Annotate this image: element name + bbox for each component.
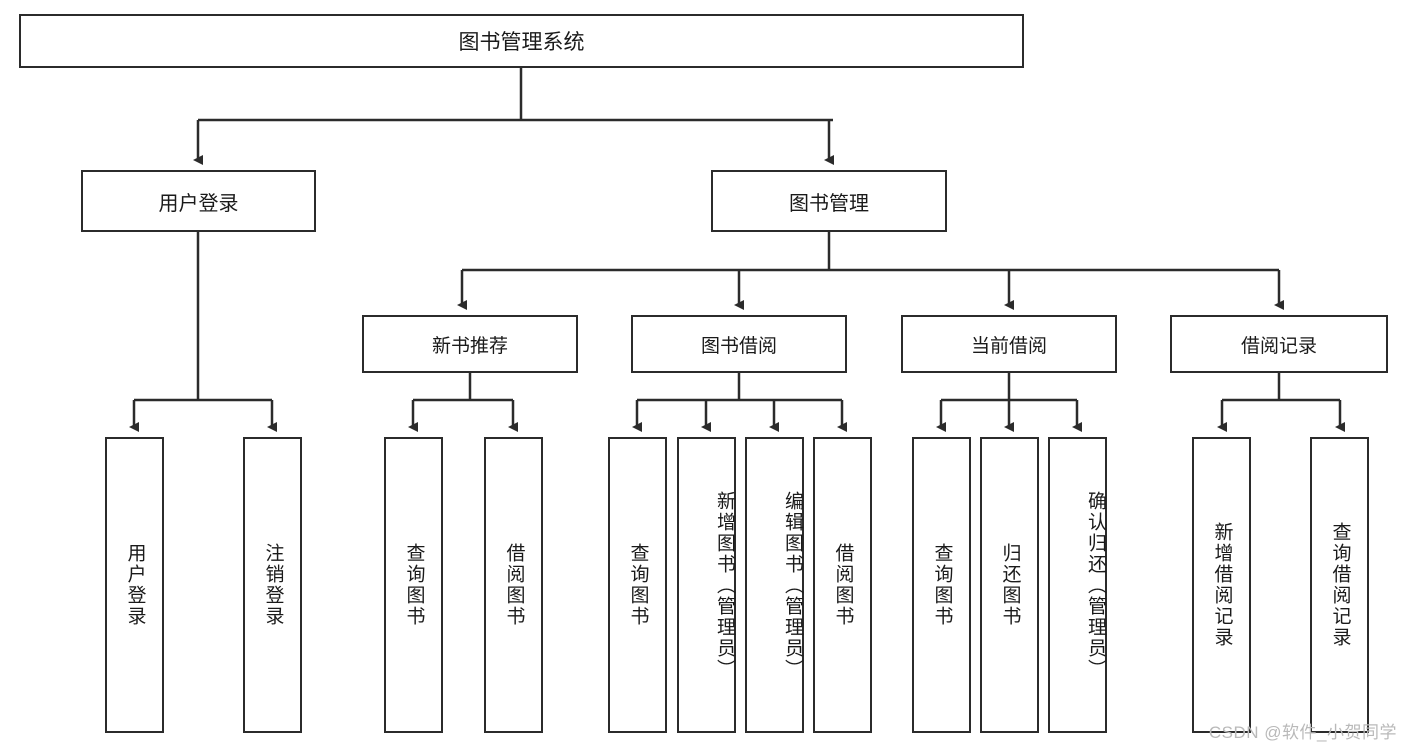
node-borrow-record[interactable]: 借阅记录	[1170, 315, 1388, 373]
leaf-return-book[interactable]: 归还图书	[980, 437, 1039, 733]
node-label: 借阅图书	[503, 543, 525, 627]
node-label: 图书管理	[789, 192, 869, 215]
node-label: 图书管理系统	[458, 31, 585, 54]
node-root-system[interactable]: 图书管理系统	[19, 14, 1024, 68]
node-label: 借阅图书	[832, 543, 854, 627]
leaf-logout[interactable]: 注销登录	[243, 437, 302, 733]
node-label: 查询图书	[403, 543, 425, 627]
watermark: CSDN @软件_小贺同学	[1208, 723, 1397, 742]
node-label: 新书推荐	[431, 335, 508, 357]
node-label: 新增借阅记录	[1211, 522, 1233, 648]
node-label: 注销登录	[262, 543, 284, 627]
node-label: 用户登录	[124, 543, 146, 627]
leaf-query-book-recommend[interactable]: 查询图书	[384, 437, 443, 733]
node-label: 图书借阅	[700, 335, 777, 357]
node-label: 用户登录	[158, 192, 239, 215]
leaf-borrow-book-recommend[interactable]: 借阅图书	[484, 437, 543, 733]
leaf-query-book-borrow[interactable]: 查询图书	[608, 437, 667, 733]
node-label: 借阅记录	[1240, 335, 1317, 357]
node-label: 查询图书	[931, 543, 953, 627]
leaf-query-book-current[interactable]: 查询图书	[912, 437, 971, 733]
leaf-add-borrow-record[interactable]: 新增借阅记录	[1192, 437, 1251, 733]
leaf-query-borrow-record[interactable]: 查询借阅记录	[1310, 437, 1369, 733]
node-current-borrow[interactable]: 当前借阅	[901, 315, 1117, 373]
node-user-login[interactable]: 用户登录	[81, 170, 316, 232]
leaf-confirm-return-admin[interactable]: 确认归还（管理员）	[1048, 437, 1107, 733]
node-label: 查询图书	[627, 543, 649, 627]
node-label: 新增图书（管理员）	[714, 490, 735, 680]
node-label: 编辑图书（管理员）	[782, 490, 803, 680]
leaf-borrow-book[interactable]: 借阅图书	[813, 437, 872, 733]
node-label: 确认归还（管理员）	[1085, 490, 1106, 680]
node-label: 查询借阅记录	[1329, 522, 1351, 648]
node-book-borrow[interactable]: 图书借阅	[631, 315, 847, 373]
leaf-add-book-admin[interactable]: 新增图书（管理员）	[677, 437, 736, 733]
node-label: 归还图书	[999, 543, 1021, 627]
node-label: 当前借阅	[970, 335, 1047, 357]
leaf-user-login[interactable]: 用户登录	[105, 437, 164, 733]
node-new-book-recommend[interactable]: 新书推荐	[362, 315, 578, 373]
node-book-management[interactable]: 图书管理	[711, 170, 947, 232]
leaf-edit-book-admin[interactable]: 编辑图书（管理员）	[745, 437, 804, 733]
